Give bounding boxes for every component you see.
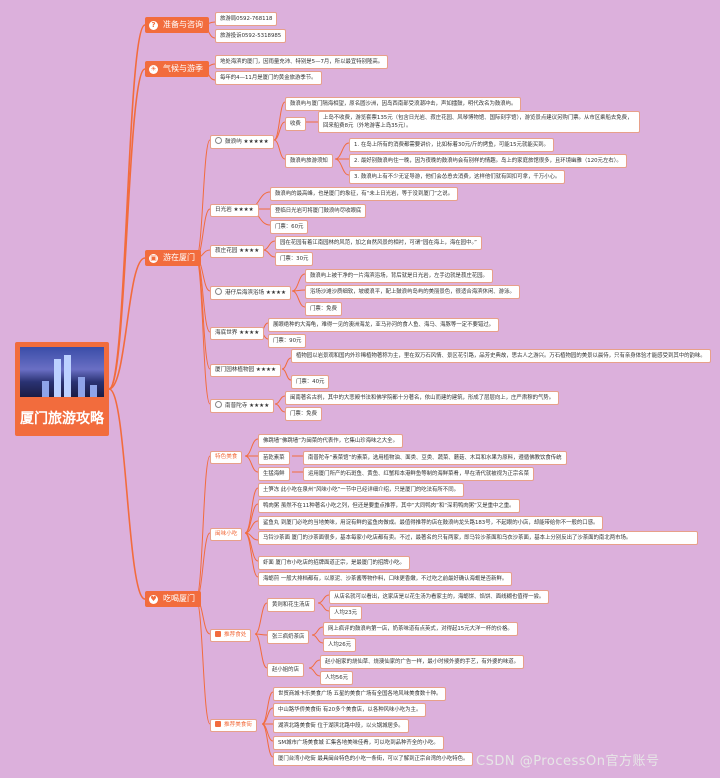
climate-item: 每年的4—11月是厦门的黄金旅游季节。 bbox=[215, 71, 322, 85]
foodstreet-label: 推荐美食街 bbox=[224, 722, 252, 728]
gulangyu-label: 鼓浪屿 ★★★★★ bbox=[225, 139, 269, 145]
restaurant-price: 人均56元 bbox=[320, 671, 354, 685]
snack-item: 马铃沙茶面 厦门的沙茶面很多，基本每家小吃店都有卖。不过，最著名的只有两家，即马… bbox=[258, 531, 698, 545]
question-icon: ? bbox=[149, 20, 158, 30]
thumbs-up-icon bbox=[215, 721, 221, 727]
xiamen-skyline-image bbox=[20, 347, 104, 397]
ocean-item: 展眼绝种的大海龟，难得一见的澳洲海龙，亚马孙河的食人鱼、海马、海豚等一定不要错过… bbox=[268, 318, 500, 332]
weather-icon: ☀ bbox=[149, 64, 158, 74]
gulangyu-intro: 鼓浪屿与厦门隔海相望，原名圆沙洲，因岛西南部受浪潮冲击，声如擂鼓，明代改名为鼓浪… bbox=[285, 97, 522, 111]
specialty-dish-desc: 运用厦门所产的石斑鱼、黄鱼、红蟹和本港鲜鱼等制的海鲜菜肴，早在清代就被视为正宗名… bbox=[303, 467, 535, 481]
nanputuo-item: 闽南著名古刹，其中的大悲殿书法和佛学院都十分著名，依山而建的建筑，形成了层层向上… bbox=[285, 391, 560, 405]
restaurant-price: 人均26元 bbox=[323, 638, 357, 652]
shuzhuang-fee: 门票：30元 bbox=[275, 252, 314, 266]
recommend-label: 推荐食处 bbox=[224, 632, 247, 638]
specialty-dish: 佛跳墙“佛跳墙”为闽菜的代表作，它集山珍海味之大全。 bbox=[258, 434, 403, 448]
branch-eat[interactable]: ♥ 吃喝厦门 bbox=[145, 591, 201, 607]
recommend-node[interactable]: 推荐食处 bbox=[210, 629, 252, 642]
smile-icon bbox=[215, 288, 222, 295]
snack-item: 鲨鱼丸 到厦门必吃的当地美味，用淀有鲜的鲨鱼肉做成。最值得推荐的店在鼓浪屿龙头路… bbox=[258, 516, 604, 530]
prepare-item: 旅游投诉0592-5318985 bbox=[215, 29, 287, 43]
gulangyu-notice: 2. 最好别鼓浪屿住一晚，因为夜晚的鼓浪屿会有别样的情趣。岛上的家庭旅馆很多，且… bbox=[349, 154, 627, 168]
watermark: CSDN @ProcessOn官方账号 bbox=[476, 754, 660, 769]
foodstreet-item: 世贸商城卡乐美食广场 五星的美食广场有全国各地风味美食数十种。 bbox=[273, 687, 447, 701]
branch-climate-label: 气候与游季 bbox=[163, 64, 203, 73]
sunrock-fee: 门票：60元 bbox=[270, 220, 309, 234]
gulangyu-node[interactable]: 鼓浪屿 ★★★★★ bbox=[210, 135, 274, 149]
beach-label: 港仔后海滨浴场 ★★★★ bbox=[225, 290, 286, 296]
specialty-dish-name: 苗乾素菜 bbox=[258, 451, 290, 465]
branch-climate[interactable]: ☀ 气候与游季 bbox=[145, 61, 209, 77]
restaurant-desc: 从店名就可以看出，这家店是以花生汤为看家主的，海蛎饼、馅饼、面线糊也值得一尝。 bbox=[329, 590, 550, 604]
root-title: 厦门旅游攻略 bbox=[20, 411, 104, 427]
ocean-label: 海底世界 ★★★★ bbox=[215, 330, 260, 336]
nanputuo-node[interactable]: 南普陀寺 ★★★★ bbox=[210, 399, 275, 413]
nanputuo-label: 南普陀寺 ★★★★ bbox=[225, 403, 270, 409]
snack-item: 海蛎煎 一般大排档都有，以原泥、沙茶酱等物作料，口味更香嫩，不过吃之前最好确认海… bbox=[258, 572, 513, 586]
snack-item: 土笋冻 此小吃在泉州“风味小吃”一节中已经详细介绍，只是厦门的吃法有所不同。 bbox=[258, 483, 464, 497]
smile-icon bbox=[215, 401, 222, 408]
restaurant-name: 赵小姐的店 bbox=[267, 663, 304, 677]
branch-prepare[interactable]: ? 准备与咨询 bbox=[145, 17, 209, 33]
ocean-node[interactable]: 海底世界 ★★★★ bbox=[210, 327, 265, 340]
botanic-fee: 门票：40元 bbox=[291, 375, 330, 389]
restaurant-desc: 网上疯评的鼓浪屿第一店，奶茶味道有点英式，对得起15元大洋一杯的价格。 bbox=[323, 622, 518, 636]
ocean-fee: 门票：90元 bbox=[268, 334, 307, 348]
beach-item: 鼓浪屿上被干净的一片海滨浴场，背后就是日光岩，左手边就是菽庄花园。 bbox=[305, 269, 493, 283]
specialty-dish-name: 生猛海鲜 bbox=[258, 467, 290, 481]
restaurant-desc: 赵小姐家的烧仙草、烧澳仙家的广告一样，最小时候外婆的手艺，有外婆的味道。 bbox=[320, 655, 525, 669]
heart-icon: ♥ bbox=[149, 594, 158, 604]
specialty-node[interactable]: 特色美食 bbox=[210, 451, 243, 464]
sunrock-label: 日光岩 ★★★★ bbox=[215, 207, 254, 213]
root-node[interactable]: 厦门旅游攻略 bbox=[15, 342, 109, 436]
shuzhuang-item: 园在花园有着江南园林的风范，加之自然风景的相衬，可谓“园在海上，海在园中。” bbox=[275, 236, 482, 250]
botanic-node[interactable]: 厦门园林植物园 ★★★★ bbox=[210, 364, 281, 377]
foodstreet-item: SM城市广场美食城 汇集各地美味佳肴，可以吃到品种齐全的小吃。 bbox=[273, 736, 444, 750]
gulangyu-notice-label: 鼓浪屿旅游须知 bbox=[285, 154, 333, 168]
shuzhuang-node[interactable]: 菽庄花园 ★★★★ bbox=[210, 245, 265, 258]
beach-node[interactable]: 港仔后海滨浴场 ★★★★ bbox=[210, 286, 291, 300]
foodstreet-item: 湖滨北路美食街 位于湖滨北路中段，以火锅城居多。 bbox=[273, 719, 409, 733]
picture-icon: ▣ bbox=[149, 253, 158, 263]
sunrock-node[interactable]: 日光岩 ★★★★ bbox=[210, 204, 259, 217]
beach-fee: 门票：免费 bbox=[305, 302, 342, 316]
botanic-label: 厦门园林植物园 ★★★★ bbox=[215, 367, 276, 373]
specialty-dish-desc: 南普陀寺“素菜馆”的素菜，选用植物油、面类、豆类、蔬菜、蘑菇、木耳和水果为原料，… bbox=[303, 451, 567, 465]
gulangyu-fee-label: 收费 bbox=[285, 117, 306, 131]
foodstreet-node[interactable]: 推荐美食街 bbox=[210, 719, 257, 732]
restaurant-price: 人均23元 bbox=[329, 606, 363, 620]
branch-tour[interactable]: ▣ 游在厦门 bbox=[145, 250, 201, 266]
climate-item: 地处海滨的厦门，因雨量充沛、特别是5—7月，所以最宜特别隆高。 bbox=[215, 55, 389, 69]
beach-item: 浴场沙滩沙质细软，坡缓浪平，配上鼓浪屿岛屿的美丽景色，很适合海滨休闲、游泳。 bbox=[305, 285, 520, 299]
restaurant-name: 黄则和花生汤店 bbox=[267, 598, 315, 612]
prepare-item: 旅游局0592-768118 bbox=[215, 12, 278, 26]
smile-icon bbox=[215, 137, 222, 144]
snacks-label: 闽味小吃 bbox=[215, 531, 238, 537]
branch-prepare-label: 准备与咨询 bbox=[163, 20, 203, 29]
snacks-node[interactable]: 闽味小吃 bbox=[210, 528, 243, 541]
foodstreet-item: 中山路华侨美食街 有20多个美食店，以各种风味小吃为主。 bbox=[273, 703, 427, 717]
restaurant-name: 张三疯奶茶店 bbox=[267, 630, 310, 644]
foodstreet-item: 厦门台湾小吃街 最具闽台特色的小吃一条街，可以了解到正宗台湾的小吃特色。 bbox=[273, 752, 474, 766]
snack-item: 鸭肉粥 虽然不在11种著名小吃之列，但还是要重点推荐，其中“大同鸭肉”和“深莉鸭… bbox=[258, 499, 520, 513]
sunrock-item: 登临日光岩可将厦门鼓浪屿尽收眼底 bbox=[270, 204, 367, 218]
specialty-label: 特色美食 bbox=[215, 454, 238, 460]
branch-tour-label: 游在厦门 bbox=[163, 253, 195, 262]
thumbs-up-icon bbox=[215, 631, 221, 637]
gulangyu-notice: 3. 鼓浪屿上有不少无证导游，他们会怂恿去消费，这样他们就有回扣可拿，千万小心。 bbox=[349, 170, 566, 184]
shuzhuang-label: 菽庄花园 ★★★★ bbox=[215, 248, 260, 254]
botanic-item: 植物园以岩景观和国内外珍稀植物著称为主，里在双万石风情、景区花引路，品芳史典故，… bbox=[291, 349, 711, 363]
branch-eat-label: 吃喝厦门 bbox=[163, 594, 195, 603]
snack-item: 虾面 厦门市小吃店的招牌面道正宗，是最厦门的招牌小吃。 bbox=[258, 556, 410, 570]
gulangyu-notice: 1. 在岛上所有的消费都需要讲价，比如标着30元/斤的烤鱼，可能15元就能买到。 bbox=[349, 138, 554, 152]
gulangyu-fee-text: 上岛不收费，游览套票135元（包含日光岩、菽庄花园、风琴博物馆、国际刻字馆），游… bbox=[318, 111, 640, 133]
sunrock-item: 鼓浪屿的最高峰，也是厦门的象征，有“未上日光岩，等于没到厦门”之说。 bbox=[270, 187, 459, 201]
nanputuo-fee: 门票：免费 bbox=[285, 407, 322, 421]
